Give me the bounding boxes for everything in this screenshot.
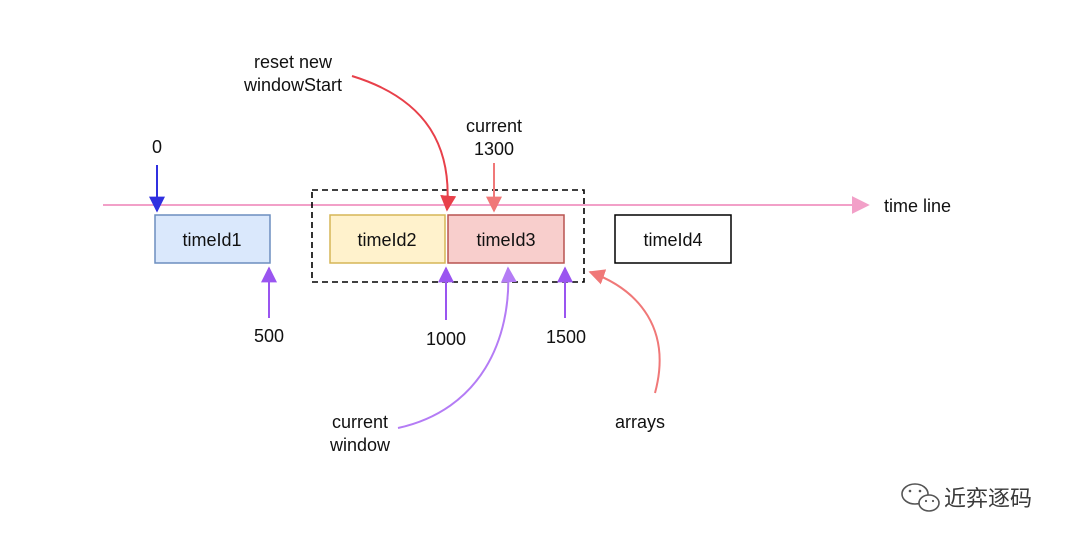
reset-window-start-label-line1: reset new bbox=[254, 52, 333, 72]
current-window-arrow bbox=[397, 266, 517, 429]
bucket-timeid2: timeId2 bbox=[329, 214, 446, 264]
bucket-label: timeId1 bbox=[182, 230, 241, 250]
bucket-label: timeId3 bbox=[476, 230, 535, 250]
marker-1500-label: 1500 bbox=[546, 327, 586, 347]
bucket-box bbox=[614, 214, 732, 264]
bucket-timeid4: timeId4 bbox=[614, 214, 732, 264]
wechat-icon bbox=[901, 483, 940, 512]
timeline-label: time line bbox=[884, 196, 951, 216]
marker-0-label: 0 bbox=[152, 137, 162, 157]
reset-window-start-arrow bbox=[351, 75, 457, 212]
reset-window-start-label-line2: windowStart bbox=[243, 75, 342, 95]
arrays-arrow bbox=[588, 269, 661, 394]
current-window-label-line1: current bbox=[332, 412, 388, 432]
watermark-text: 近弈逐码 bbox=[944, 487, 1032, 512]
bucket-box bbox=[447, 214, 565, 264]
marker-500-label: 500 bbox=[254, 326, 284, 346]
current-window-label-line2: window bbox=[329, 435, 391, 455]
bucket-label: timeId4 bbox=[643, 230, 702, 250]
arrays-label: arrays bbox=[615, 412, 665, 432]
current-1300-label-line2: 1300 bbox=[474, 139, 514, 159]
current-1300-label-line1: current bbox=[466, 116, 522, 136]
bucket-box bbox=[329, 214, 446, 264]
bucket-timeid1: timeId1 bbox=[154, 214, 271, 264]
bucket-label: timeId2 bbox=[357, 230, 416, 250]
bucket-box bbox=[154, 214, 271, 264]
marker-1000-label: 1000 bbox=[426, 329, 466, 349]
bucket-timeid3: timeId3 bbox=[447, 214, 565, 264]
watermark: 近弈逐码 bbox=[901, 483, 1032, 512]
